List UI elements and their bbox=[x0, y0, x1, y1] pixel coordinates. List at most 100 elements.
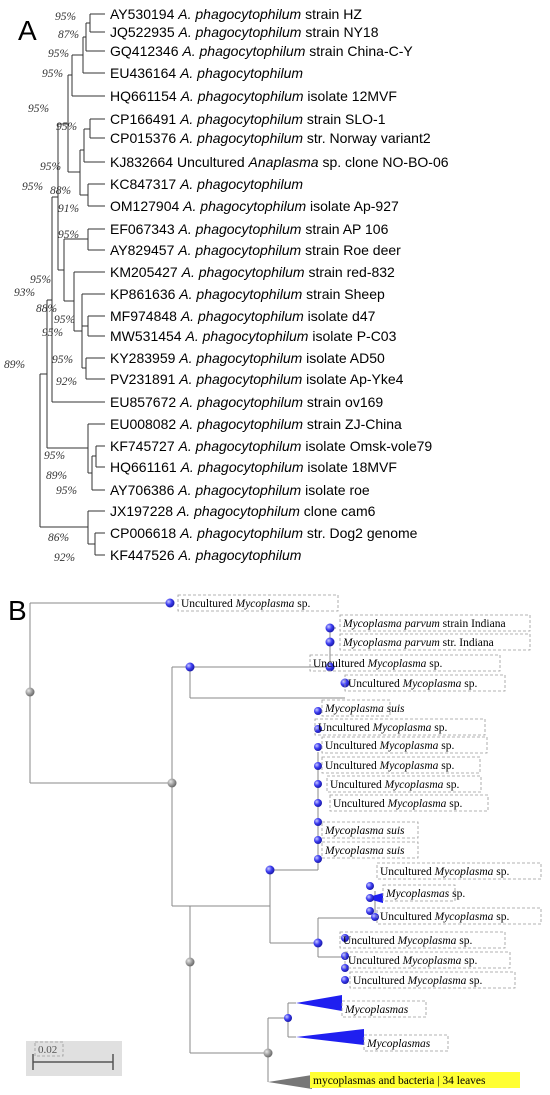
taxon-label: JX197228 A. phagocytophilum clone cam6 bbox=[110, 503, 376, 519]
leaf-label: mycoplasmas and bacteria | 34 leaves bbox=[313, 1075, 486, 1087]
node-blue bbox=[314, 836, 322, 844]
leaf-label: Uncultured Mycoplasma sp. bbox=[348, 678, 477, 690]
support-value: 88% bbox=[36, 303, 57, 315]
taxon-label: HQ661161 A. phagocytophilum isolate 18MV… bbox=[110, 459, 397, 475]
taxon-label: AY706386 A. phagocytophilum isolate roe bbox=[110, 482, 370, 498]
label-box bbox=[376, 907, 542, 925]
label-box bbox=[314, 718, 486, 736]
label-box bbox=[349, 971, 516, 989]
taxon-label: EF067343 A. phagocytophilum strain AP 10… bbox=[110, 221, 389, 237]
taxon-label: AY829457 A. phagocytophilum strain Roe d… bbox=[110, 242, 401, 258]
label-box bbox=[341, 1000, 427, 1018]
label-box bbox=[321, 756, 481, 774]
node-gray bbox=[185, 957, 195, 967]
node-blue bbox=[314, 707, 322, 715]
leaf-label: Mycoplasma suis bbox=[324, 825, 405, 837]
label-box bbox=[321, 821, 419, 839]
leaf-label: Mycoplasma parvum str. Indiana bbox=[342, 637, 494, 649]
taxon-label: EU436164 A. phagocytophilum bbox=[110, 65, 303, 81]
leaf-label: Mycoplasmas bbox=[366, 1038, 431, 1050]
support-value: 89% bbox=[46, 470, 67, 482]
taxon-label: CP015376 A. phagocytophilum str. Norway … bbox=[110, 130, 431, 146]
leaf-label: Mycoplasma suis bbox=[324, 703, 405, 715]
taxon-label: OM127904 A. phagocytophilum isolate Ap-9… bbox=[110, 198, 399, 214]
node-blue bbox=[265, 865, 275, 875]
label-box bbox=[363, 1034, 449, 1052]
taxon-label: HQ661154 A. phagocytophilum isolate 12MV… bbox=[110, 88, 397, 104]
taxon-label: CP006618 A. phagocytophilum str. Dog2 ge… bbox=[110, 525, 418, 541]
leaf-label: Uncultured Mycoplasma sp. bbox=[333, 798, 462, 810]
leaf-label: Uncultured Mycoplasma sp. bbox=[343, 935, 472, 947]
label-box bbox=[309, 654, 501, 672]
support-value: 95% bbox=[52, 354, 73, 366]
leaf-label: Mycoplasma suis bbox=[324, 845, 405, 857]
label-box bbox=[321, 841, 419, 859]
node-blue bbox=[314, 743, 322, 751]
leaf-label: Uncultured Mycoplasma sp. bbox=[313, 658, 442, 670]
panel-b-letter: B bbox=[8, 595, 27, 626]
support-value: 89% bbox=[4, 359, 25, 371]
node-blue bbox=[314, 799, 322, 807]
leaf-label: Uncultured Mycoplasma sp. bbox=[380, 911, 509, 923]
label-box bbox=[329, 794, 489, 812]
support-value: 95% bbox=[42, 327, 63, 339]
leaf-label: Uncultured Mycoplasma sp. bbox=[348, 955, 477, 967]
support-value: 95% bbox=[28, 103, 49, 115]
taxon-label: PV231891 A. phagocytophilum isolate Ap-Y… bbox=[110, 371, 404, 387]
label-box bbox=[326, 775, 482, 793]
leaf-label: Mycoplasma parvum strain Indiana bbox=[342, 618, 506, 630]
node-blue bbox=[325, 637, 335, 647]
support-value: 87% bbox=[58, 29, 79, 41]
node-blue bbox=[314, 780, 322, 788]
node-blue bbox=[284, 1014, 292, 1022]
taxon-label: KY283959 A. phagocytophilum isolate AD50 bbox=[110, 350, 385, 366]
panel-a-letter: A bbox=[18, 15, 37, 46]
leaf-label: Uncultured Mycoplasma sp. bbox=[181, 598, 310, 610]
support-value: 95% bbox=[40, 161, 61, 173]
node-blue bbox=[314, 725, 322, 733]
leaf-label: Uncultured Mycoplasma sp. bbox=[380, 866, 509, 878]
support-value: 95% bbox=[56, 485, 77, 497]
taxon-label: KF745727 A. phagocytophilum isolate Omsk… bbox=[110, 438, 432, 454]
tree-a-supports: 95%87%95%95%95%95%95%95%88%91%95%95%93%8… bbox=[4, 11, 79, 564]
node-blue bbox=[366, 907, 374, 915]
leaf-label: Uncultured Mycoplasma sp. bbox=[353, 975, 482, 987]
node-blue bbox=[314, 818, 322, 826]
taxon-label: AY530194 A. phagocytophilum strain HZ bbox=[110, 6, 362, 22]
support-value: 95% bbox=[54, 314, 75, 326]
collapsed-clade-mycoplasmas-1 bbox=[296, 995, 342, 1011]
taxon-label: MW531454 A. phagocytophilum isolate P-C0… bbox=[110, 328, 397, 344]
label-box bbox=[339, 633, 531, 651]
leaf-label: Mycoplasmas sp. bbox=[385, 888, 465, 900]
scale-label-box bbox=[34, 1041, 64, 1057]
label-box bbox=[339, 614, 531, 632]
label-box bbox=[177, 594, 339, 612]
node-gray bbox=[263, 1048, 273, 1058]
scale-bar-background bbox=[26, 1041, 122, 1076]
tree-b-nodes bbox=[25, 598, 379, 1058]
support-value: 95% bbox=[44, 450, 65, 462]
tree-b-labels: Uncultured Mycoplasma sp. Mycoplasma parv… bbox=[177, 594, 542, 1088]
support-value: 95% bbox=[56, 121, 77, 133]
label-box bbox=[321, 699, 391, 717]
node-blue bbox=[185, 662, 195, 672]
tree-a-labels: AY530194 A. phagocytophilum strain HZ JQ5… bbox=[110, 6, 449, 563]
leaf-label: Uncultured Mycoplasma sp. bbox=[318, 722, 447, 734]
taxon-label: EU008082 A. phagocytophilum strain ZJ-Ch… bbox=[110, 416, 402, 432]
node-blue bbox=[165, 598, 175, 608]
label-box bbox=[321, 736, 488, 754]
node-gray bbox=[167, 778, 177, 788]
support-value: 95% bbox=[55, 11, 76, 23]
taxon-label: KC847317 A. phagocytophilum bbox=[110, 176, 303, 192]
taxon-label: KF447526 A. phagocytophilum bbox=[110, 547, 302, 563]
tree-b-collapsed-clades bbox=[268, 893, 383, 1089]
node-blue bbox=[341, 976, 349, 984]
scale-label: 0.02 bbox=[38, 1044, 57, 1056]
label-box bbox=[382, 884, 456, 902]
taxon-label: KP861636 A. phagocytophilum strain Sheep bbox=[110, 286, 385, 302]
leaf-label: Uncultured Mycoplasma sp. bbox=[325, 760, 454, 772]
label-box bbox=[344, 674, 506, 692]
taxon-label: JQ522935 A. phagocytophilum strain NY18 bbox=[110, 24, 379, 40]
support-value: 86% bbox=[48, 532, 69, 544]
